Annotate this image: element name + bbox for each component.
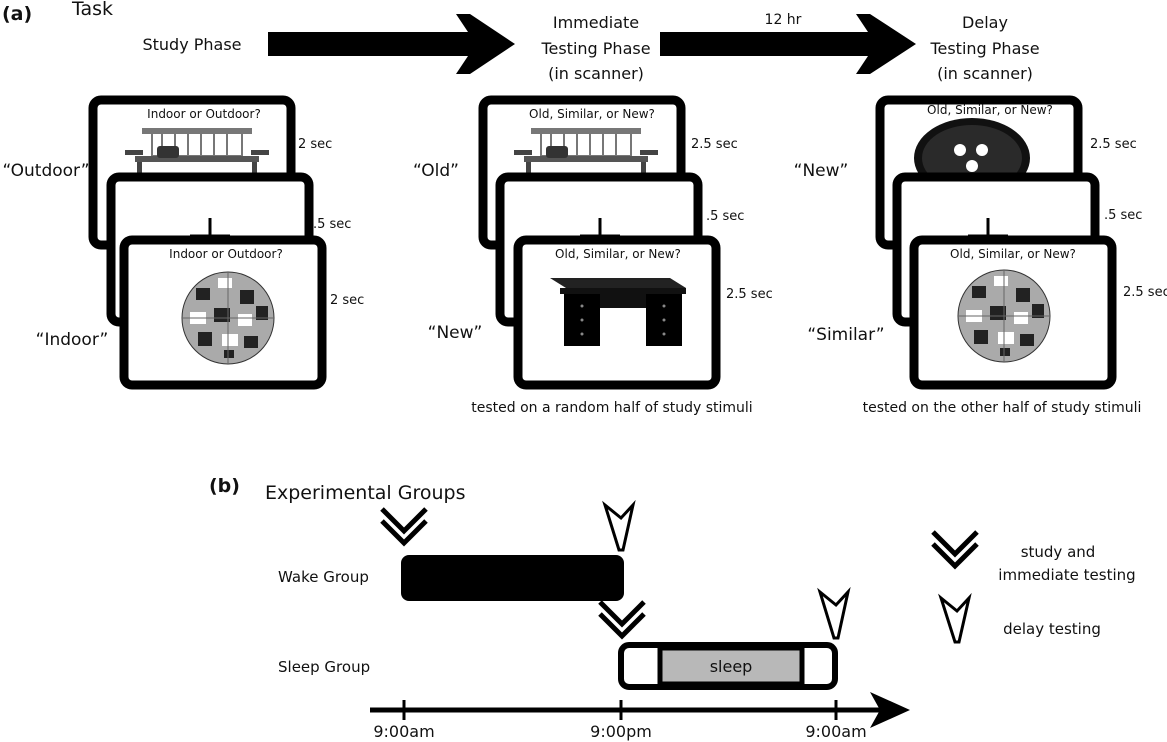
arrow-immediate-to-delay <box>660 14 916 74</box>
wake-study-marker <box>382 509 426 543</box>
tick-label-1: 9:00am <box>373 722 434 741</box>
sleep-delay-marker <box>817 586 851 640</box>
immediate-response-1: “Old” <box>413 161 459 181</box>
delay-response-2: “Similar” <box>807 325 884 345</box>
sleep-period <box>657 645 805 687</box>
delay-duration-2: .5 sec <box>1104 208 1142 223</box>
legend-study-line1: study and <box>1021 543 1096 561</box>
study-duration-1: 2 sec <box>298 137 332 152</box>
phase-delay-line3: (in scanner) <box>937 64 1033 83</box>
immediate-response-2: “New” <box>428 323 483 343</box>
timeline-arrowhead <box>870 692 910 728</box>
legend-delay-marker <box>938 592 972 644</box>
delay-duration-3: 2.5 sec <box>1123 285 1167 300</box>
study-duration-2: .5 sec <box>313 217 351 232</box>
immediate-duration-1: 2.5 sec <box>691 137 738 152</box>
wake-bar <box>401 555 624 601</box>
study-response-2: “Indoor” <box>36 330 109 350</box>
delay-duration-1: 2.5 sec <box>1090 137 1137 152</box>
phase-study: Study Phase <box>142 35 241 54</box>
phase-immediate-line2: Testing Phase <box>540 39 650 58</box>
panel-b-label: (b) <box>209 475 240 497</box>
delay-response-1: “New” <box>794 161 849 181</box>
study-duration-3: 2 sec <box>330 293 364 308</box>
sleep-study-marker <box>600 602 644 636</box>
panel-a-title: Task <box>71 0 113 20</box>
immediate-prompt-1: Old, Similar, or New? <box>529 107 655 121</box>
panel-b-title: Experimental Groups <box>265 482 465 504</box>
delay-prompt-2: Old, Similar, or New? <box>950 247 1076 261</box>
immediate-duration-2: .5 sec <box>706 209 744 224</box>
tick-label-3: 9:00am <box>805 722 866 741</box>
immediate-prompt-2: Old, Similar, or New? <box>555 247 681 261</box>
immediate-duration-3: 2.5 sec <box>726 287 773 302</box>
delay-note: tested on the other half of study stimul… <box>863 400 1142 416</box>
delay-prompt-1: Old, Similar, or New? <box>927 103 1053 117</box>
delay-trial-sequence: Old, Similar, or New? Old, Similar, or N… <box>875 95 1117 390</box>
immediate-note: tested on a random half of study stimuli <box>471 400 752 416</box>
study-prompt-1: Indoor or Outdoor? <box>147 107 261 121</box>
panel-a-label: (a) <box>2 3 32 25</box>
legend-study-line2: immediate testing <box>998 566 1135 584</box>
group-label-wake: Wake Group <box>278 568 369 586</box>
wake-delay-marker <box>602 499 636 552</box>
tick-label-2: 9:00pm <box>590 722 652 741</box>
interval-label: 12 hr <box>765 12 802 28</box>
sleep-label: sleep <box>710 657 753 676</box>
phase-delay-line2: Testing Phase <box>929 39 1039 58</box>
study-response-1: “Outdoor” <box>2 161 89 181</box>
legend-delay-label: delay testing <box>1003 620 1101 638</box>
study-trial-sequence: Indoor or Outdoor? Indoor or Outdoor? <box>88 95 327 390</box>
phase-immediate-line1: Immediate <box>553 13 639 32</box>
arrow-study-to-immediate <box>268 14 515 74</box>
legend-study-marker <box>933 532 977 566</box>
phase-immediate-line3: (in scanner) <box>548 64 644 83</box>
group-label-sleep: Sleep Group <box>278 658 370 676</box>
immediate-trial-sequence: Old, Similar, or New? Old, Similar, or N… <box>478 95 721 390</box>
study-prompt-2: Indoor or Outdoor? <box>169 247 283 261</box>
phase-delay-line1: Delay <box>962 13 1008 32</box>
